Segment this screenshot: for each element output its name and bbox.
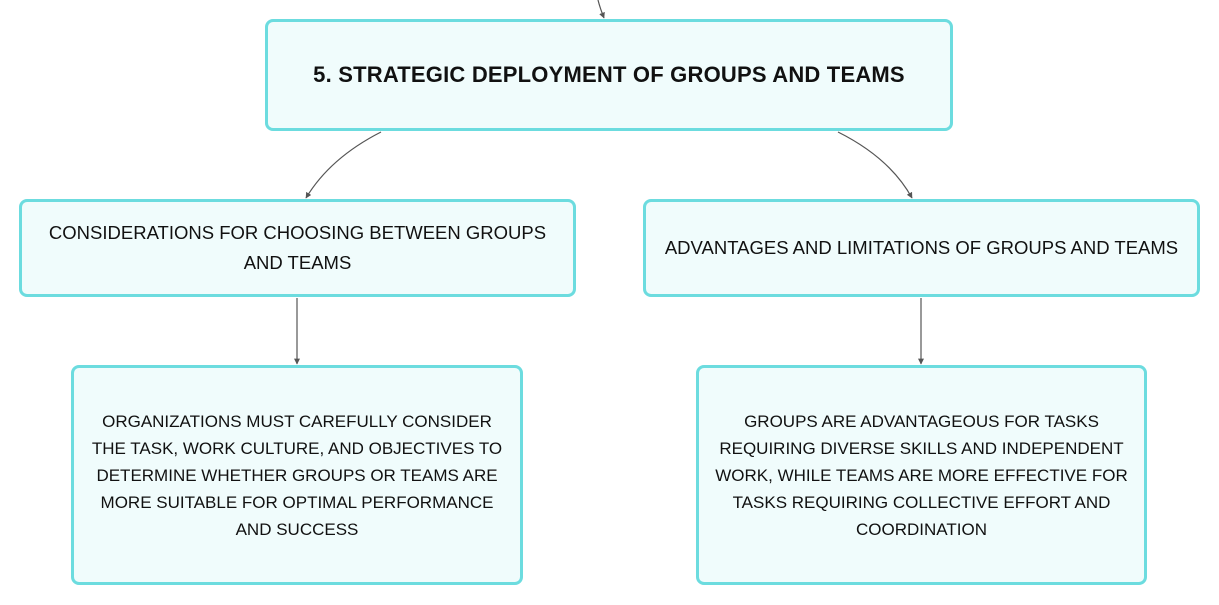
- connector-parent-to-root: [597, 0, 605, 19]
- root-topic-node[interactable]: 5. STRATEGIC DEPLOYMENT OF GROUPS AND TE…: [265, 19, 953, 131]
- connector-root-to-branch-advantages: [837, 131, 913, 199]
- detail-node-considerations[interactable]: ORGANIZATIONS MUST CAREFULLY CONSIDER TH…: [71, 365, 523, 585]
- detail-text-considerations: ORGANIZATIONS MUST CAREFULLY CONSIDER TH…: [91, 411, 503, 539]
- detail-text-advantages: GROUPS ARE ADVANTAGEOUS FOR TASKS REQUIR…: [715, 411, 1128, 539]
- branch-node-considerations[interactable]: CONSIDERATIONS FOR CHOOSING BETWEEN GROU…: [19, 199, 576, 297]
- branch-label-considerations: CONSIDERATIONS FOR CHOOSING BETWEEN GROU…: [48, 222, 547, 273]
- root-topic-label: 5. STRATEGIC DEPLOYMENT OF GROUPS AND TE…: [313, 62, 905, 87]
- connector-root-to-branch-considerations: [305, 131, 382, 199]
- detail-node-advantages[interactable]: GROUPS ARE ADVANTAGEOUS FOR TASKS REQUIR…: [696, 365, 1147, 585]
- branch-label-advantages: ADVANTAGES AND LIMITATIONS OF GROUPS AND…: [664, 237, 1179, 258]
- branch-node-advantages[interactable]: ADVANTAGES AND LIMITATIONS OF GROUPS AND…: [643, 199, 1200, 297]
